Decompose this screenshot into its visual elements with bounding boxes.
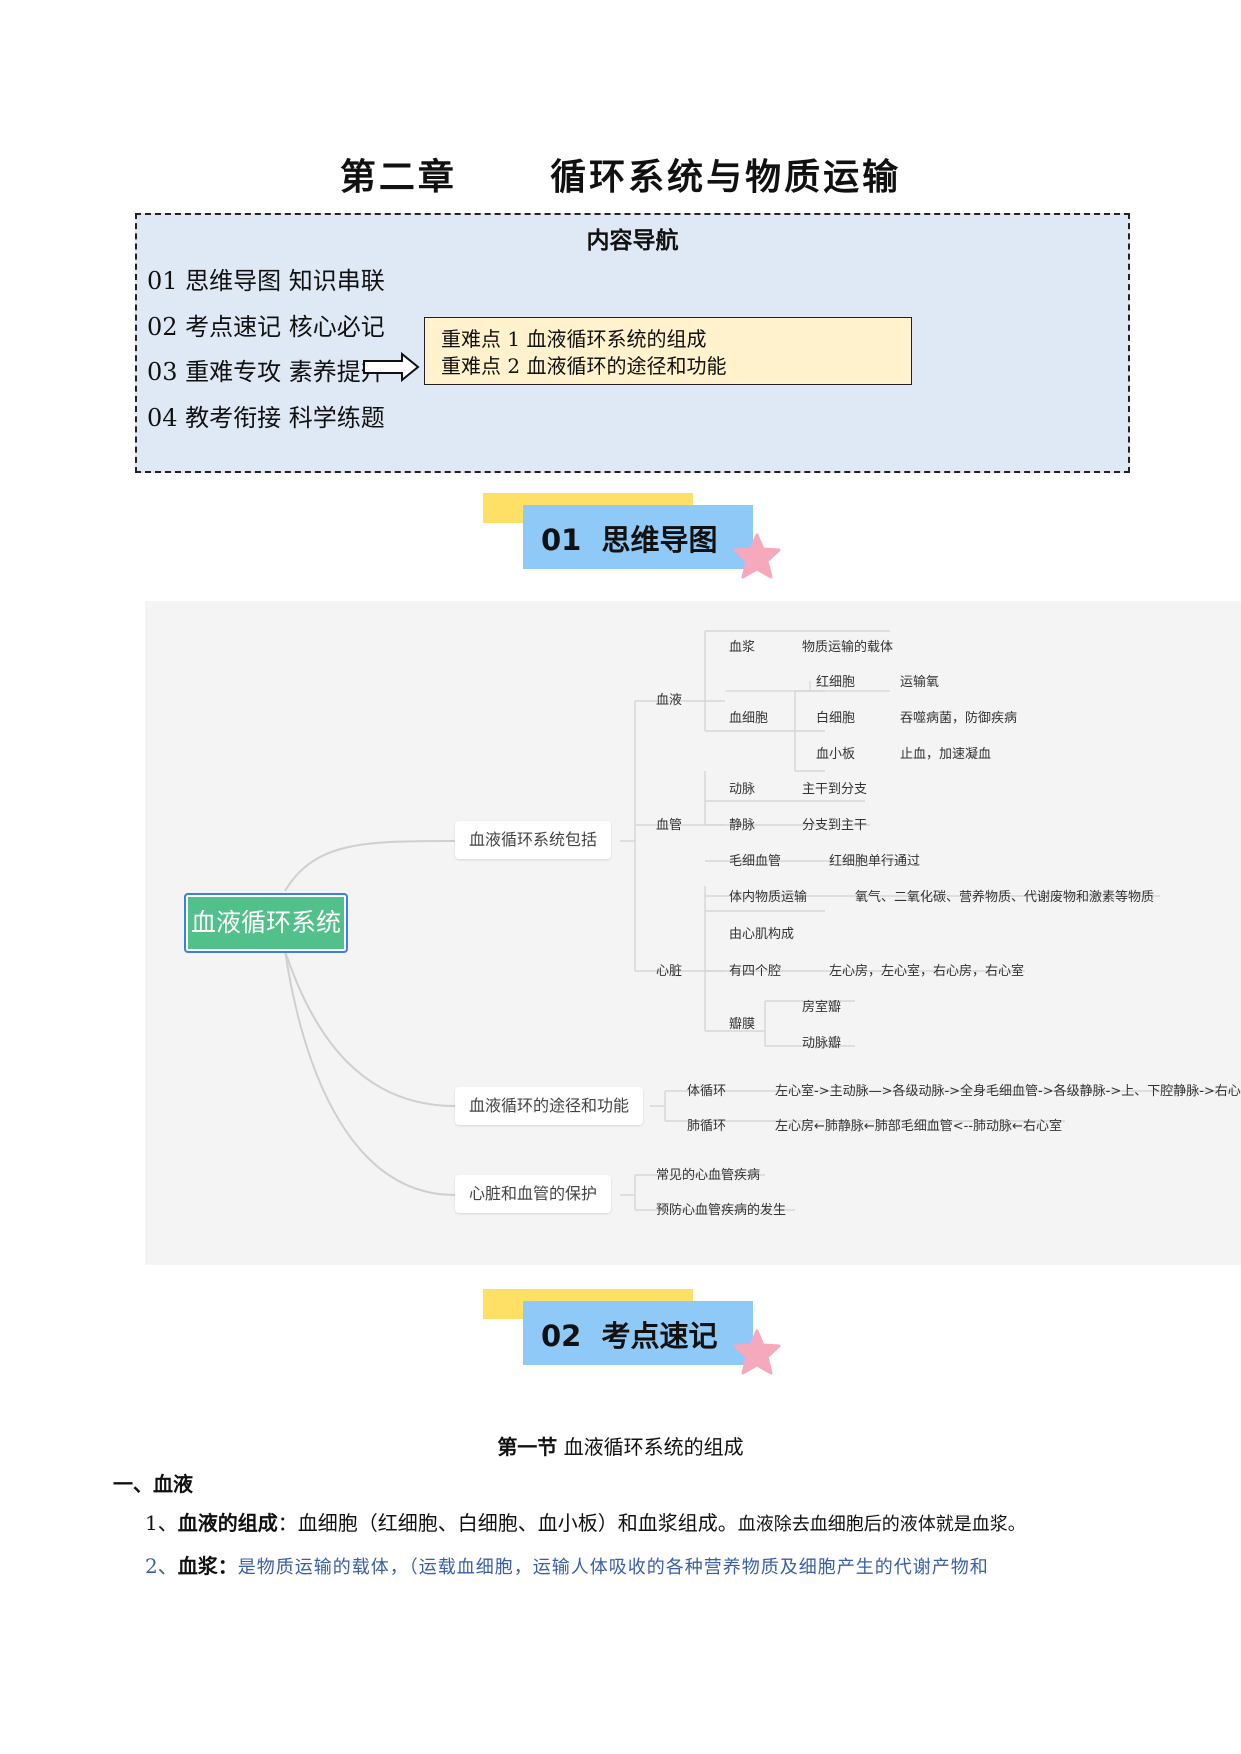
nav-item-mindmap[interactable]: 01 思维导图 知识串联	[147, 267, 385, 295]
mindmap-node-vein-desc: 分支到主干	[802, 818, 868, 833]
star-icon	[733, 1329, 781, 1375]
mindmap-node-platelet[interactable]: 血小板	[816, 747, 856, 762]
nav-item-exercises[interactable]: 04 教考衔接 科学练题	[147, 404, 385, 432]
mindmap-node-pathway[interactable]: 血液循环的途径和功能	[455, 1087, 644, 1125]
mindmap-node-heart-muscle[interactable]: 由心肌构成	[729, 927, 795, 942]
mindmap-node-av-valve[interactable]: 房室瓣	[802, 1000, 842, 1015]
mindmap-node-chambers[interactable]: 有四个腔	[729, 964, 782, 979]
mindmap-node-heart[interactable]: 心脏	[656, 964, 683, 979]
term-plasma: 血浆：	[177, 1554, 238, 1578]
mindmap-node-wbc[interactable]: 白细胞	[816, 711, 856, 726]
content-nav-box: 内容导航 01 思维导图 知识串联 02 考点速记 核心必记 03 重难专攻 素…	[135, 213, 1130, 473]
mindmap-node-composition[interactable]: 血液循环系统包括	[455, 821, 612, 859]
arrow-right-icon	[363, 352, 420, 382]
section-title: 第一节 血液循环系统的组成	[0, 1431, 1241, 1460]
section-title-number: 第一节	[497, 1435, 558, 1459]
term-blood-composition: 血液的组成	[177, 1511, 278, 1535]
mindmap-node-capillary[interactable]: 毛细血管	[729, 854, 782, 869]
badge-label: 02 考点速记	[523, 1301, 753, 1365]
paragraph-text-rest: 血液除去血细胞后的液体就是血浆。	[737, 1514, 1026, 1535]
mindmap-node-rbc[interactable]: 红细胞	[816, 675, 856, 690]
mindmap-node-vein[interactable]: 静脉	[729, 818, 756, 833]
mindmap-node-arterial-valve[interactable]: 动脉瓣	[802, 1036, 842, 1051]
mindmap-connectors	[284, 630, 1241, 1211]
mindmap-root-node[interactable]: 血液循环系统	[184, 893, 348, 953]
mindmap-node-platelet-desc: 止血，加速凝血	[900, 747, 992, 762]
mindmap-node-pulmonary-desc: 左心房←肺静脉←肺部毛细血管<--肺动脉←右心室	[775, 1119, 1062, 1134]
paragraph-blood-composition: 1、血液的组成：血细胞（红细胞、白细胞、血小板）和血浆组成。血液除去血细胞后的液…	[145, 1507, 1026, 1536]
mindmap-node-systemic-desc: 左心室->主动脉—>各级动脉->全身毛细血管->各级静脉->上、下腔静脉->右心	[775, 1084, 1241, 1099]
section-title-text: 血液循环系统的组成	[557, 1435, 744, 1459]
paragraph-number: 2、	[145, 1554, 178, 1578]
nav-title: 内容导航	[586, 228, 679, 254]
difficulty-item-2[interactable]: 重难点 2 血液循环的途径和功能	[441, 354, 727, 378]
badge-label: 01 思维导图	[523, 505, 753, 569]
mindmap-node-cv-disease[interactable]: 常见的心血管疾病	[656, 1168, 761, 1183]
mindmap-node-capillary-desc: 红细胞单行通过	[829, 854, 921, 869]
mindmap-node-transport[interactable]: 体内物质运输	[729, 890, 808, 905]
mindmap-node-vessels[interactable]: 血管	[656, 818, 683, 833]
mindmap-node-wbc-desc: 吞噬病菌，防御疾病	[900, 711, 1018, 726]
mindmap-node-rbc-desc: 运输氧	[900, 675, 940, 690]
difficulty-list-box: 重难点 1 血液循环系统的组成 重难点 2 血液循环的途径和功能	[424, 317, 912, 385]
paragraph-text: ：血细胞（红细胞、白细胞、血小板）和血浆组成。	[277, 1511, 738, 1535]
paragraph-text: 是物质运输的载体，（运载血细胞，运输人体吸收的各种营养物质及细胞产生的代谢产物和	[237, 1557, 989, 1578]
nav-item-keypoints[interactable]: 02 考点速记 核心必记	[147, 313, 385, 341]
mindmap-node-pulmonary[interactable]: 肺循环	[687, 1119, 727, 1134]
chapter-title: 第二章 循环系统与物质运输	[339, 156, 902, 198]
mindmap-node-blood-cells[interactable]: 血细胞	[729, 711, 769, 726]
mindmap-node-plasma[interactable]: 血浆	[729, 640, 756, 655]
mindmap-node-valves[interactable]: 瓣膜	[729, 1017, 756, 1032]
mindmap-node-artery-desc: 主干到分支	[802, 782, 868, 797]
mindmap-panel: 血液循环系统 血液循环系统包括 血液循环的途径和功能 心脏和血管的保护 血液 血…	[145, 601, 1241, 1265]
mindmap-node-artery[interactable]: 动脉	[729, 782, 756, 797]
mindmap-node-blood[interactable]: 血液	[656, 693, 683, 708]
mindmap-node-chambers-desc: 左心房，左心室，右心房，右心室	[829, 964, 1025, 979]
mindmap-node-plasma-desc: 物质运输的载体	[802, 640, 894, 655]
mindmap-node-transport-desc: 氧气、二氧化碳、营养物质、代谢废物和激素等物质	[855, 890, 1155, 905]
mindmap-node-protection[interactable]: 心脏和血管的保护	[455, 1175, 612, 1213]
star-icon	[733, 533, 781, 579]
paragraph-plasma: 2、血浆：是物质运输的载体，（运载血细胞，运输人体吸收的各种营养物质及细胞产生的…	[145, 1550, 989, 1579]
difficulty-item-1[interactable]: 重难点 1 血液循环系统的组成	[441, 327, 707, 351]
mindmap-node-systemic[interactable]: 体循环	[687, 1084, 727, 1099]
mindmap-node-cv-prevention[interactable]: 预防心血管疾病的发生	[656, 1203, 787, 1218]
heading-blood: 一、血液	[113, 1472, 193, 1496]
nav-item-difficulties[interactable]: 03 重难专攻 素养提升	[147, 358, 385, 386]
paragraph-number: 1、	[145, 1511, 178, 1535]
